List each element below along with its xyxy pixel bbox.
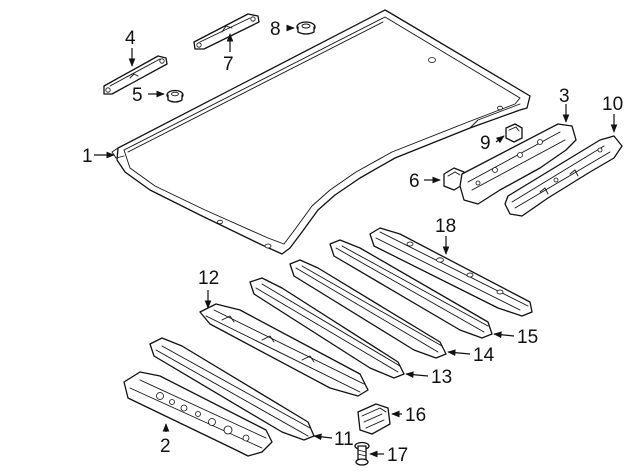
callout-8: 8 — [270, 19, 281, 40]
clip-part-9 — [505, 123, 523, 143]
grommet-part-5 — [166, 89, 184, 103]
roof-panel — [111, 9, 531, 255]
grommet-part-8 — [296, 21, 316, 35]
side-bracket-part-3 — [459, 123, 577, 205]
roof-bow-part-15 — [329, 239, 493, 339]
callout-5: 5 — [132, 85, 143, 106]
callout-17: 17 — [387, 445, 408, 466]
callout-18: 18 — [435, 216, 456, 237]
block-part-16 — [357, 403, 391, 435]
callout-6: 6 — [409, 171, 420, 192]
callout-12: 12 — [198, 268, 219, 289]
side-rail-part-10 — [504, 135, 623, 217]
callout-2: 2 — [160, 436, 171, 457]
roof-bow-part-14 — [289, 259, 447, 359]
callout-14: 14 — [473, 345, 495, 366]
callout-15: 15 — [517, 327, 538, 348]
callout-7: 7 — [223, 54, 234, 75]
leader-lines — [94, 24, 618, 458]
roof-bow-part-13 — [249, 277, 405, 379]
callout-4: 4 — [125, 28, 136, 49]
callout-10: 10 — [602, 94, 623, 115]
front-header-part-2 — [123, 371, 273, 457]
callout-1: 1 — [82, 146, 93, 167]
roof-bow-part-12 — [199, 303, 369, 397]
bracket-part-7 — [193, 13, 260, 50]
callout-9: 9 — [480, 133, 491, 154]
clip-part-6 — [443, 167, 465, 191]
bracket-part-4 — [103, 55, 168, 95]
callout-labels: 1 2 3 4 5 6 7 8 9 10 11 12 13 14 15 16 1… — [82, 19, 623, 466]
callout-13: 13 — [431, 367, 452, 388]
callout-3: 3 — [559, 86, 570, 107]
roof-bow-part-18 — [369, 227, 533, 317]
callout-16: 16 — [405, 405, 426, 426]
bolt-part-17 — [354, 441, 370, 466]
callout-11: 11 — [334, 429, 354, 450]
